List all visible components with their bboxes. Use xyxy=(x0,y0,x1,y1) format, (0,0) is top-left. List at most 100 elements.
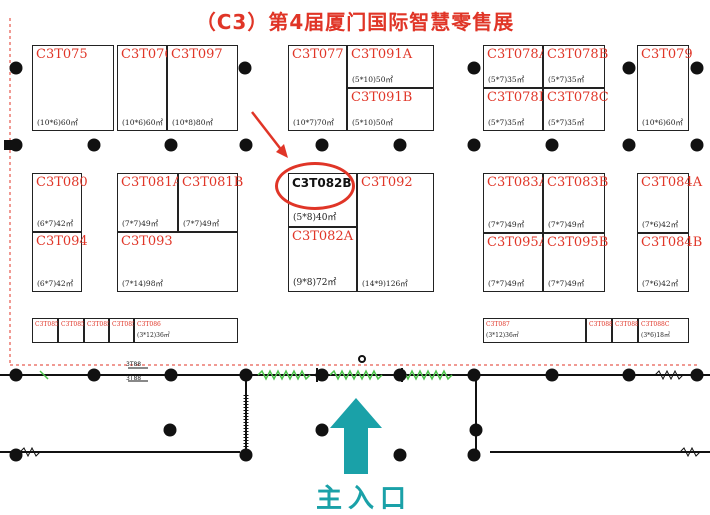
column-dot xyxy=(315,138,329,152)
column-dot xyxy=(163,423,177,437)
booth-id: C3T091A xyxy=(351,47,413,62)
column-dot xyxy=(393,448,407,462)
booth-id: C3T082A xyxy=(292,229,354,244)
booth-c3t082a: C3T082A (9*8)72㎡ xyxy=(288,227,357,292)
booth-size: (10*7)70㎡ xyxy=(293,118,334,127)
pointer-arrow-shaft xyxy=(251,111,284,153)
column-dot xyxy=(9,61,23,75)
column-dot xyxy=(622,368,636,382)
green-tick xyxy=(39,370,49,380)
booth-id: C3T095B xyxy=(547,235,609,250)
booth-c3t083b: C3T083B (7*7)49㎡ xyxy=(543,173,609,233)
column-dot xyxy=(315,368,329,382)
booth-id: C3T077 xyxy=(292,47,344,62)
pointer-arrow-head xyxy=(276,144,288,158)
column-dot xyxy=(467,448,481,462)
small-ring-marker xyxy=(358,355,366,363)
booth-size: (3*12)36㎡ xyxy=(137,332,170,339)
column-dot xyxy=(467,368,481,382)
booth-id: C3T078C xyxy=(547,90,609,105)
booth-c3t084a: C3T084A(7*6)42㎡ xyxy=(637,173,702,233)
column-dot xyxy=(239,448,253,462)
booth-size: (5*7)35㎡ xyxy=(488,75,525,84)
zigzag-far-right xyxy=(654,369,684,381)
booth-c3t093: C3T093(7*14)98㎡ xyxy=(117,232,238,292)
column-dot xyxy=(690,368,704,382)
lower-right-zigzag xyxy=(679,446,701,458)
booth-id: C3T076 xyxy=(121,47,173,62)
booth-size: (14*9)126㎡ xyxy=(362,279,408,288)
booth-c3t081a: C3T081A(7*7)49㎡ xyxy=(117,173,182,232)
booth-id: C3T094 xyxy=(36,234,88,249)
booth-id: C3T084A xyxy=(641,175,703,190)
column-dot xyxy=(9,448,23,462)
booth-id: C3T097 xyxy=(171,47,223,62)
booth-id: C3T078A xyxy=(487,47,549,62)
booth-id: C3T086 xyxy=(137,321,161,328)
booth-id: C3T080 xyxy=(36,175,88,190)
column-dot xyxy=(622,61,636,75)
booth-size: (5*7)35㎡ xyxy=(548,118,585,127)
zigzag-center xyxy=(329,369,383,381)
booth-size: (3*12)36㎡ xyxy=(486,332,519,339)
booth-size: (6*7)42㎡ xyxy=(37,219,74,228)
booth-id: C3T081A xyxy=(121,175,183,190)
booth-id: C3T088C xyxy=(641,321,670,328)
booth-c3t088a: C3T088A xyxy=(586,318,617,343)
booth-size: (10*6)60㎡ xyxy=(122,118,163,127)
booth-c3t097: C3T097(10*8)80㎡ xyxy=(167,45,238,131)
booth-c3t080: C3T080 (6*7)42㎡ xyxy=(32,173,88,232)
booth-c3t081b: C3T081B (7*7)49㎡ xyxy=(178,173,243,232)
column-dot xyxy=(469,423,483,437)
booth-id: C3T083B xyxy=(547,175,609,190)
booth-c3t085b: C3T085B xyxy=(58,318,89,343)
booth-size: (7*7)49㎡ xyxy=(548,279,585,288)
booth-size: (7*7)49㎡ xyxy=(183,219,220,228)
booth-id: C3T088B xyxy=(615,321,644,328)
booth-id: C3T084B xyxy=(641,235,703,250)
zigzag-left xyxy=(257,369,311,381)
booth-c3t078a: C3T078A (5*7)35㎡ xyxy=(483,45,548,88)
booth-c3t085c: C3T085C xyxy=(84,318,115,343)
main-entrance-label: 主入口 xyxy=(316,484,413,514)
booth-c3t088c: C3T088C (3*6)18㎡ xyxy=(638,318,689,343)
booth-size: (3*6)18㎡ xyxy=(641,332,670,339)
booth-c3t095a: C3T095A(7*7)49㎡ xyxy=(483,233,548,292)
booth-c3t079: C3T079(10*6)60㎡ xyxy=(637,45,693,131)
booth-id: C3T081B xyxy=(182,175,244,190)
booth-size: (7*14)98㎡ xyxy=(122,279,163,288)
booth-c3t077: C3T077 (10*7)70㎡ xyxy=(288,45,347,131)
booth-size: (9*8)72㎡ xyxy=(293,278,337,288)
booth-size: (5*10)50㎡ xyxy=(352,75,393,84)
booth-c3t084b: C3T084B(7*6)42㎡ xyxy=(637,233,702,292)
booth-c3t091b: C3T091B(5*10)50㎡ xyxy=(347,88,434,131)
booth-c3t092: C3T092(14*9)126㎡ xyxy=(357,173,434,292)
booth-c3t076: C3T076 (10*6)60㎡ xyxy=(117,45,173,131)
pillar-block xyxy=(4,140,20,150)
booth-c3t075: C3T075(10*6)60㎡ xyxy=(32,45,114,131)
booth-id: C3T085D xyxy=(112,321,141,328)
booth-id: C3T087 xyxy=(486,321,510,328)
booth-c3t078d: C3T078D(5*7)35㎡ xyxy=(483,88,549,131)
lower-left-zigzag xyxy=(19,446,41,458)
booth-c3t091a: C3T091A (5*10)50㎡ xyxy=(347,45,434,88)
booth-size: (5*7)35㎡ xyxy=(548,75,585,84)
column-dot xyxy=(164,368,178,382)
column-dot xyxy=(239,368,253,382)
booth-size: (10*6)60㎡ xyxy=(642,118,683,127)
booth-size: (7*7)49㎡ xyxy=(548,220,585,229)
booth-c3t086: C3T086 (3*12)36㎡ xyxy=(134,318,238,343)
booth-c3t085d: C3T085D xyxy=(109,318,141,343)
booth-size: (7*7)49㎡ xyxy=(488,220,525,229)
column-dot xyxy=(87,368,101,382)
booth-id: C3T091B xyxy=(351,90,413,105)
booth-id: C3T078D xyxy=(487,90,550,105)
booth-id: C3T075 xyxy=(36,47,88,62)
booth-id: C3T085B xyxy=(61,321,90,328)
column-dot xyxy=(545,138,559,152)
column-dot xyxy=(164,138,178,152)
column-dot xyxy=(622,138,636,152)
column-dot xyxy=(545,368,559,382)
booth-size: (7*7)49㎡ xyxy=(488,279,525,288)
booth-c3t095b: C3T095B (7*7)49㎡ xyxy=(543,233,609,292)
